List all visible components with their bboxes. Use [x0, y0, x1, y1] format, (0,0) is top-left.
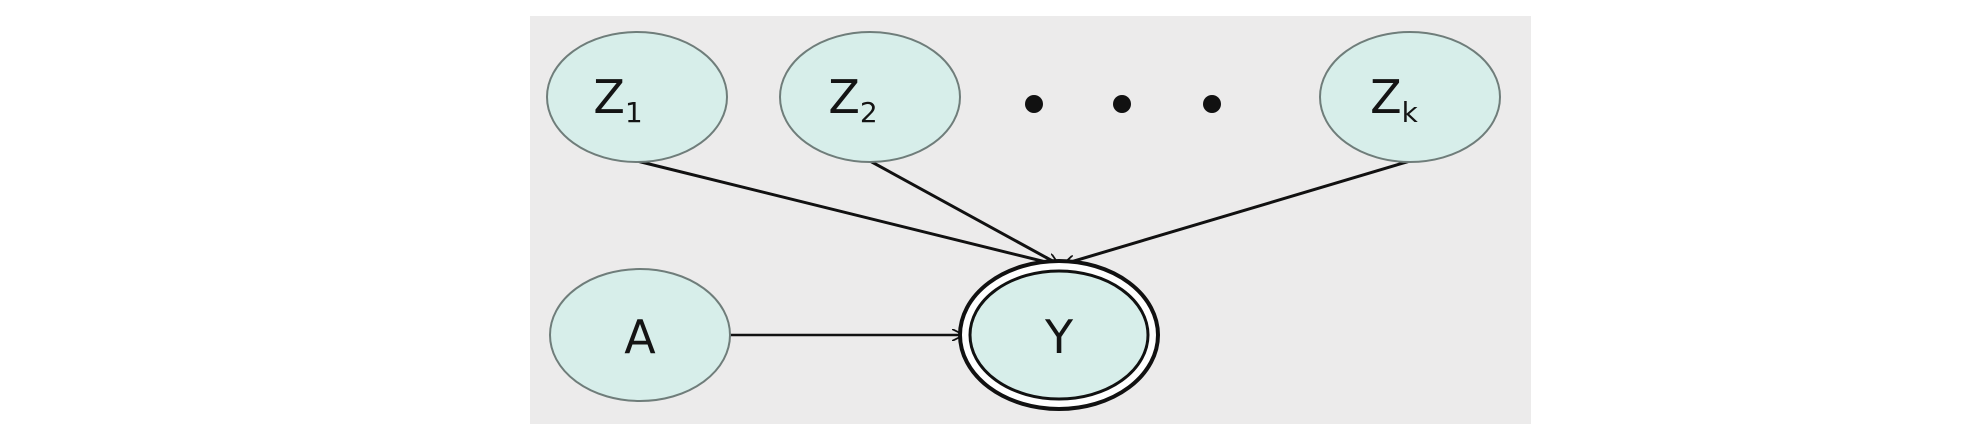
edge-z1-to-y: [636, 159, 1054, 264]
ellipsis-dot: [1203, 95, 1221, 113]
node-z1-letter: Z: [593, 70, 625, 124]
node-z1-label: Z1: [593, 70, 642, 129]
node-zk: Zk: [1319, 31, 1501, 163]
node-z1-subscript: 1: [625, 96, 643, 129]
edge-z2-to-y: [869, 159, 1058, 264]
node-zk-ellipse: [1319, 31, 1501, 163]
node-z2: Z2: [779, 31, 961, 163]
node-a-label: A: [624, 310, 656, 364]
node-z2-subscript: 2: [860, 96, 878, 129]
node-z2-letter: Z: [828, 70, 860, 124]
ellipsis-dot: [1025, 95, 1043, 113]
node-y-ellipse: [968, 269, 1150, 401]
ellipsis-dot: [1113, 95, 1131, 113]
node-z2-ellipse: [779, 31, 961, 163]
node-zk-letter: Z: [1370, 70, 1402, 124]
node-z1: Z1: [546, 31, 728, 163]
node-z2-label: Z2: [828, 70, 877, 129]
node-a-ellipse: [549, 268, 731, 402]
node-y: Y: [958, 259, 1160, 411]
edge-zk-to-y: [1064, 159, 1411, 264]
node-zk-subscript: k: [1402, 96, 1419, 129]
node-a: A: [549, 268, 731, 402]
node-y-label: Y: [1044, 310, 1074, 364]
ellipsis-dots: [1025, 95, 1221, 113]
node-z1-ellipse: [546, 31, 728, 163]
node-zk-label: Zk: [1370, 70, 1419, 129]
